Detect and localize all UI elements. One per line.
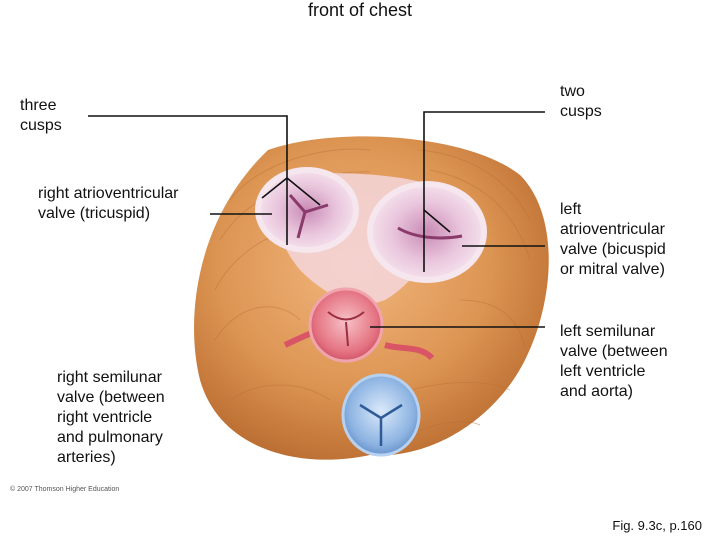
page-title: front of chest bbox=[307, 0, 413, 20]
aorta-branch-right bbox=[384, 342, 435, 361]
pulmonary-cusp-lines bbox=[359, 403, 403, 446]
leader-two-cusps-branch bbox=[423, 209, 451, 233]
left-semilunar-label: left semilunar valve (between left ventr… bbox=[560, 323, 668, 400]
tricuspid-cusp-lines bbox=[288, 194, 329, 239]
leader-three-cusps-branch-a bbox=[261, 177, 288, 199]
three-cusps-label: three cusps bbox=[20, 97, 62, 134]
leader-three-cusps-branch-b bbox=[286, 177, 321, 206]
leader-three-cusps bbox=[88, 115, 288, 245]
copyright-notice: © 2007 Thomson Higher Education bbox=[10, 486, 120, 493]
pulmonary-valve bbox=[341, 373, 421, 457]
figure-reference: Fig. 9.3c, p.160 bbox=[612, 518, 702, 533]
mitral-valve bbox=[367, 181, 487, 283]
leader-two-cusps bbox=[423, 111, 545, 272]
bicuspid-label: left atrioventricular valve (bicuspid or… bbox=[560, 201, 666, 278]
two-cusps-label: two cusps bbox=[560, 83, 602, 120]
right-semilunar-label: right semilunar valve (between right ven… bbox=[57, 369, 165, 466]
tricuspid-label: right atrioventricular valve (tricuspid) bbox=[38, 185, 179, 222]
mitral-cusp-line bbox=[397, 226, 463, 240]
aortic-cusp-lines bbox=[327, 311, 365, 347]
